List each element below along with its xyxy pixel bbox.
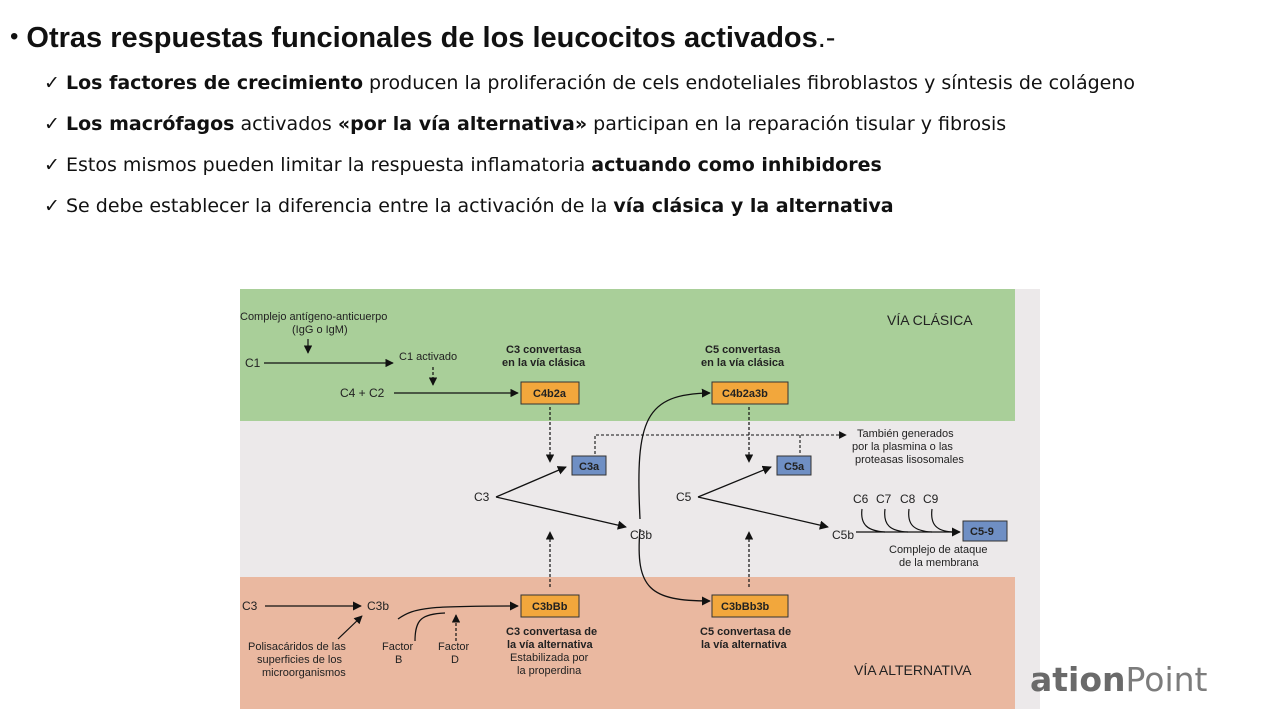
- c8-label: C8: [900, 492, 916, 506]
- c5-alt-convertasa-label: C5 convertasa de: [700, 626, 791, 638]
- arrow: [414, 612, 446, 642]
- list-item: ✓ Se debe establecer la diferencia entre…: [44, 195, 1254, 217]
- via-clasica-label: VÍA CLÁSICA: [887, 312, 973, 328]
- c3-convertasa-label: en la vía clásica: [502, 357, 586, 369]
- factor-b-label: Factor: [382, 641, 414, 653]
- polisacaridos-label: microorganismos: [262, 667, 346, 679]
- c4b2a-box: [520, 381, 580, 405]
- tambien-label: proteasas lisosomales: [855, 454, 964, 466]
- factor-d-label: Factor: [438, 641, 470, 653]
- alt-c3-label: C3: [242, 599, 258, 613]
- c3-alt-convertasa-label: C3 convertasa de: [506, 626, 597, 638]
- c3-alt-convertasa-label: la vía alternativa: [507, 639, 593, 651]
- c3a-box: [571, 455, 607, 476]
- factor-b-label: B: [395, 654, 402, 666]
- c7-label: C7: [876, 492, 892, 506]
- arrow: [397, 601, 519, 620]
- c5b-label: C5b: [832, 528, 854, 542]
- complejo-label: (IgG o IgM): [292, 324, 348, 336]
- c5-convertasa-label: en la vía clásica: [701, 357, 785, 369]
- c3bbb3b-label: C3bBb3b: [721, 601, 770, 613]
- c3-label: C3: [474, 490, 490, 504]
- check-icon: ✓: [44, 113, 60, 135]
- c3-alt-convertasa-label: Estabilizada por: [510, 652, 589, 664]
- c4b2a-label: C4b2a: [533, 388, 567, 400]
- c9-label: C9: [923, 492, 939, 506]
- list-item: ✓ Los macrófagos activados «por la vía a…: [44, 113, 1254, 135]
- c6-label: C6: [853, 492, 869, 506]
- check-icon: ✓: [44, 72, 60, 94]
- logo-bold: ation: [1030, 660, 1126, 699]
- item-bold: vía clásica y la alternativa: [613, 195, 894, 217]
- c5a-box: [776, 455, 812, 476]
- c1-activado-label: C1 activado: [399, 351, 457, 363]
- via-alternativa-label: VÍA ALTERNATIVA: [854, 662, 972, 678]
- polisacaridos-label: Polisacáridos de las: [248, 641, 346, 653]
- mac-label: de la membrana: [899, 557, 979, 569]
- arrow: [337, 615, 363, 640]
- title-bold: Otras respuestas funcionales de los leuc…: [26, 22, 818, 54]
- mac-label: Complejo de ataque: [889, 544, 987, 556]
- item-text: participan en la reparación tisular y fi…: [587, 113, 1007, 135]
- c3b-label: C3b: [630, 528, 652, 542]
- c1-label: C1: [245, 356, 261, 370]
- c3bbb-label: C3bBb: [532, 601, 568, 613]
- tambien-label: También generados: [857, 428, 954, 440]
- c5a-label: C5a: [784, 461, 805, 473]
- c4b2a3b-label: C4b2a3b: [722, 388, 768, 400]
- item-bold: Los factores de crecimiento: [66, 72, 364, 94]
- alternative-band: [240, 577, 1015, 709]
- check-icon: ✓: [44, 154, 60, 176]
- c5-convertasa-label: C5 convertasa: [705, 344, 781, 356]
- factor-d-label: D: [451, 654, 459, 666]
- c3b-curve-arrow: [638, 528, 711, 606]
- c3a-label: C3a: [579, 461, 600, 473]
- item-text: activados: [234, 113, 338, 135]
- arrow: [495, 496, 627, 530]
- dashed-arrow: [594, 431, 847, 454]
- c5-label: C5: [676, 490, 692, 504]
- c3bbb-box: [520, 594, 580, 618]
- arrow: [697, 496, 829, 530]
- bullet-list: ✓ Los factores de crecimiento producen l…: [44, 72, 1254, 236]
- item-text: Se debe establecer la diferencia entre l…: [66, 195, 614, 217]
- classical-band: [240, 289, 1015, 421]
- title-bullet: •: [10, 23, 19, 50]
- item-bold: Los macrófagos: [66, 113, 235, 135]
- title-tail: .-: [817, 22, 836, 54]
- polisacaridos-label: superficies de los: [257, 654, 342, 666]
- c4c2-label: C4 + C2: [340, 386, 385, 400]
- c3bbb3b-box: [711, 594, 789, 618]
- tambien-label: por la plasmina o las: [852, 441, 953, 453]
- c3b-curve-arrow: [638, 388, 711, 520]
- c4b2a3b-box: [711, 381, 789, 405]
- item-bold: «por la vía alternativa»: [337, 113, 588, 135]
- c59-box: [962, 520, 1008, 542]
- c3-alt-convertasa-label: la properdina: [517, 665, 582, 677]
- item-text: Estos mismos pueden limitar la respuesta…: [66, 154, 592, 176]
- c5-alt-convertasa-label: la vía alternativa: [701, 639, 787, 651]
- alt-c3b-label: C3b: [367, 599, 389, 613]
- slide-title: • Otras respuestas funcionales de los leu…: [10, 22, 835, 55]
- c59-label: C5-9: [970, 526, 994, 538]
- check-icon: ✓: [44, 195, 60, 217]
- logo-light: Point: [1125, 660, 1208, 699]
- arrow: [495, 466, 567, 498]
- item-bold: actuando como inhibidores: [591, 154, 882, 176]
- list-item: ✓ Estos mismos pueden limitar la respues…: [44, 154, 1254, 176]
- complejo-label: Complejo antígeno-anticuerpo: [240, 311, 387, 323]
- complement-diagram: VÍA CLÁSICA VÍA ALTERNATIVA Complejo ant…: [240, 289, 1040, 709]
- list-item: ✓ Los factores de crecimiento producen l…: [44, 72, 1254, 94]
- item-text: producen la proliferación de cels endote…: [363, 72, 1136, 94]
- logo: ationPoint: [1030, 660, 1207, 699]
- c3-convertasa-label: C3 convertasa: [506, 344, 582, 356]
- arrow: [697, 465, 772, 498]
